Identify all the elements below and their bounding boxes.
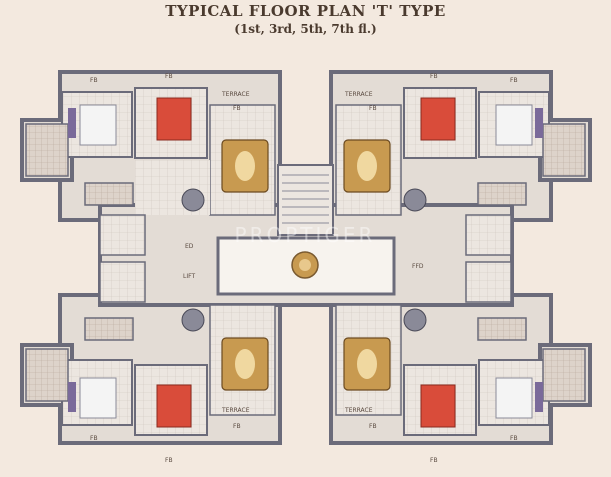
plan-title: TYPICAL FLOOR PLAN 'T' TYPE <box>165 2 446 20</box>
fb-label: FB <box>430 73 438 80</box>
lift-label: LIFT <box>183 273 195 280</box>
fb-label: FB <box>90 435 98 442</box>
ffd-label: FFD <box>412 263 424 270</box>
lobby-medallion <box>291 251 319 279</box>
fb-label: FB <box>510 77 518 84</box>
fb-label: FB <box>430 457 438 464</box>
terrace-label: TERRACE <box>221 91 250 98</box>
plan-subtitle: (1st, 3rd, 5th, 7th fl.) <box>234 22 377 36</box>
terrace-label: TERRACE <box>344 91 373 98</box>
red-bed-icons <box>156 97 456 428</box>
fb-label: FB <box>369 423 377 430</box>
fb-label: FB <box>510 435 518 442</box>
ed-label: ED <box>185 243 194 250</box>
fb-label: FB <box>90 77 98 84</box>
watermark: PROPTIGER <box>235 223 376 247</box>
white-bed-icons <box>68 104 543 419</box>
fb-label: FB <box>165 73 173 80</box>
central-lobby <box>216 164 396 296</box>
terrace-label: TERRACE <box>344 407 373 414</box>
fb-label: FB <box>369 105 377 112</box>
fb-label: FB <box>233 105 241 112</box>
fb-label: FB <box>233 423 241 430</box>
terrace-label: TERRACE <box>221 407 250 414</box>
dining-table-icons <box>181 188 427 332</box>
fb-label: FB <box>165 457 173 464</box>
